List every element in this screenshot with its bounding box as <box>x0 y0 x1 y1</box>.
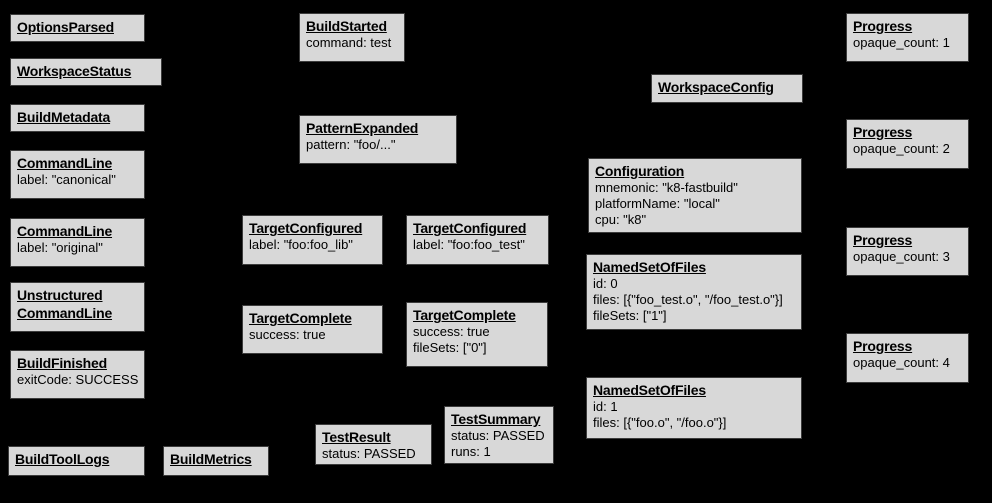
event-title: TargetConfigured <box>413 220 527 236</box>
event-attribute: id: 1 <box>593 399 618 414</box>
event-attribute: cpu: "k8" <box>595 212 647 227</box>
event-title: PatternExpanded <box>306 120 419 136</box>
event-attribute: pattern: "foo/..." <box>306 137 396 152</box>
event-box-build-tool-logs: BuildToolLogs <box>8 446 145 476</box>
event-title: WorkspaceStatus <box>17 63 132 79</box>
event-box-command-line-canonical: CommandLine label: "canonical" <box>10 150 145 199</box>
event-attribute: opaque_count: 2 <box>853 141 950 156</box>
event-box-build-finished: BuildFinished exitCode: SUCCESS <box>10 350 145 399</box>
event-title: BuildMetrics <box>170 451 252 467</box>
event-attribute: mnemonic: "k8-fastbuild" <box>595 180 738 195</box>
event-title: CommandLine <box>17 155 113 171</box>
event-title: TargetConfigured <box>249 220 363 236</box>
event-title: TestSummary <box>451 411 541 427</box>
event-title: Unstructured CommandLine <box>17 287 113 321</box>
event-title: BuildFinished <box>17 355 107 371</box>
event-box-progress-4: Progress opaque_count: 4 <box>846 333 969 383</box>
event-box-target-configured-foo-lib: TargetConfigured label: "foo:foo_lib" <box>242 215 383 265</box>
event-title: Configuration <box>595 163 685 179</box>
event-attribute: label: "foo:foo_test" <box>413 237 525 252</box>
event-title: BuildMetadata <box>17 109 111 125</box>
event-attribute: status: PASSED <box>322 446 416 461</box>
event-attribute: opaque_count: 4 <box>853 355 950 370</box>
event-title: TargetComplete <box>413 307 516 323</box>
event-box-named-set-of-files-0: NamedSetOfFiles id: 0 files: [{"foo_test… <box>586 254 802 330</box>
event-title: Progress <box>853 232 913 248</box>
event-box-target-complete-foo-test: TargetComplete success: true fileSets: [… <box>406 302 548 367</box>
event-attribute: label: "canonical" <box>17 172 116 187</box>
event-box-progress-3: Progress opaque_count: 3 <box>846 227 969 276</box>
event-attribute: success: true <box>249 327 326 342</box>
event-title: BuildToolLogs <box>15 451 110 467</box>
event-attribute: opaque_count: 1 <box>853 35 950 50</box>
event-attribute: fileSets: ["1"] <box>593 308 667 323</box>
event-attribute: runs: 1 <box>451 444 491 459</box>
event-attribute: exitCode: SUCCESS <box>17 372 139 387</box>
event-title: Progress <box>853 124 913 140</box>
event-box-options-parsed: OptionsParsed <box>10 14 145 42</box>
event-box-target-configured-foo-test: TargetConfigured label: "foo:foo_test" <box>406 215 549 265</box>
event-box-command-line-original: CommandLine label: "original" <box>10 218 145 267</box>
event-attribute: fileSets: ["0"] <box>413 340 487 355</box>
event-title: CommandLine <box>17 223 113 239</box>
event-attribute: platformName: "local" <box>595 196 720 211</box>
event-box-build-metadata: BuildMetadata <box>10 104 145 132</box>
event-attribute: status: PASSED <box>451 428 545 443</box>
event-title: TestResult <box>322 429 391 445</box>
event-box-build-metrics: BuildMetrics <box>163 446 269 476</box>
event-box-named-set-of-files-1: NamedSetOfFiles id: 1 files: [{"foo.o", … <box>586 377 802 439</box>
event-title: BuildStarted <box>306 18 387 34</box>
event-title: WorkspaceConfig <box>658 79 774 95</box>
event-title: OptionsParsed <box>17 19 114 35</box>
event-attribute: files: [{"foo_test.o", "/foo_test.o"}] <box>593 292 783 307</box>
event-attribute: command: test <box>306 35 392 50</box>
event-box-workspace-config: WorkspaceConfig <box>651 74 803 103</box>
event-box-target-complete-foo-lib: TargetComplete success: true <box>242 305 383 354</box>
event-box-test-result: TestResult status: PASSED <box>315 424 432 465</box>
event-title: Progress <box>853 338 913 354</box>
event-box-configuration: Configuration mnemonic: "k8-fastbuild" p… <box>588 158 802 233</box>
event-box-build-started: BuildStarted command: test <box>299 13 405 62</box>
event-title: NamedSetOfFiles <box>593 259 706 275</box>
event-title: Progress <box>853 18 913 34</box>
event-box-progress-2: Progress opaque_count: 2 <box>846 119 969 169</box>
event-title: TargetComplete <box>249 310 352 326</box>
event-attribute: id: 0 <box>593 276 618 291</box>
event-box-workspace-status: WorkspaceStatus <box>10 58 162 86</box>
event-attribute: files: [{"foo.o", "/foo.o"}] <box>593 415 727 430</box>
event-attribute: success: true <box>413 324 490 339</box>
event-title: NamedSetOfFiles <box>593 382 706 398</box>
event-attribute: opaque_count: 3 <box>853 249 950 264</box>
event-box-progress-1: Progress opaque_count: 1 <box>846 13 969 62</box>
event-attribute: label: "original" <box>17 240 103 255</box>
event-box-test-summary: TestSummary status: PASSED runs: 1 <box>444 406 554 464</box>
event-attribute: label: "foo:foo_lib" <box>249 237 353 252</box>
event-box-unstructured-command-line: Unstructured CommandLine <box>10 282 145 332</box>
event-box-pattern-expanded: PatternExpanded pattern: "foo/..." <box>299 115 457 164</box>
